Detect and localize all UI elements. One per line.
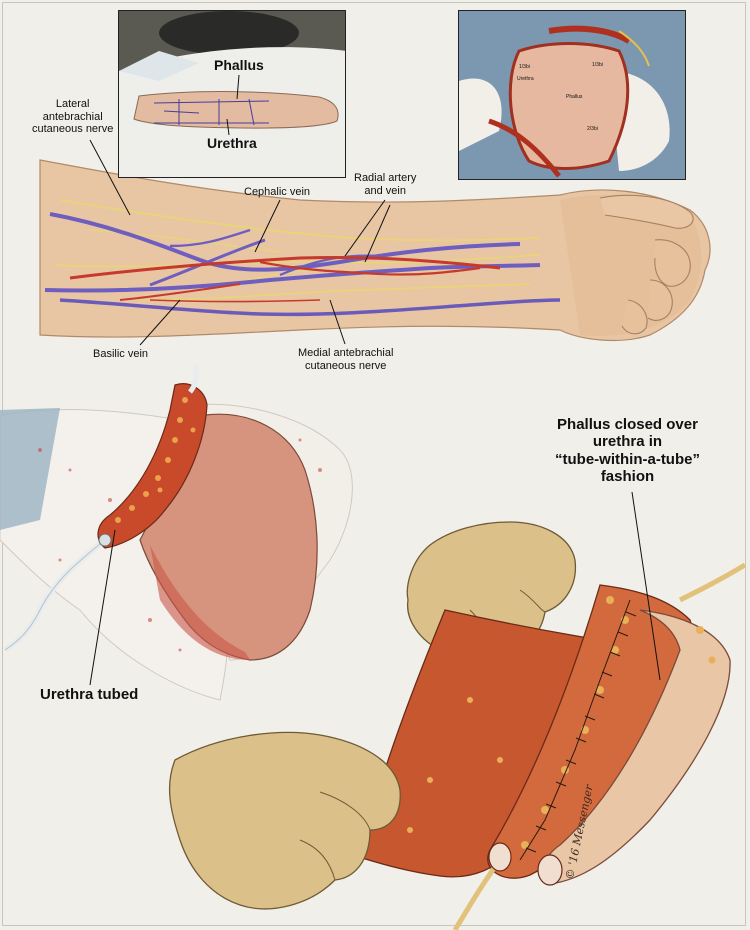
photo-mark-top: 1/3bi: [519, 64, 530, 70]
photo-mark-urethra: Urethra: [517, 76, 534, 82]
urethra-tubed-illustration: [0, 364, 353, 701]
medial-antebrachial-cutaneous-nerve-label: Medial antebrachial cutaneous nerve: [298, 347, 394, 372]
top-left-photo-art: [119, 11, 345, 177]
photo-mark-phallus: Phallus: [566, 94, 583, 100]
urethra-tubed-leader: [89, 529, 116, 686]
photo-mark-right: 1/3bi: [592, 62, 603, 68]
forearm-leader-lines: [89, 139, 391, 346]
tube-within-tube-illustration: [168, 521, 747, 930]
urethra-photo-label: Urethra: [207, 135, 257, 151]
top-left-photo: Phallus Urethra: [118, 10, 346, 178]
top-right-photo: 1/3bi Urethra Phallus 1/3bi 2/3bi: [458, 10, 686, 180]
photo-mark-edge: 2/3bi: [587, 126, 598, 132]
urethra-tubed-label: Urethra tubed: [40, 686, 139, 703]
phallus-closed-leader: [631, 491, 661, 681]
phallus-photo-label: Phallus: [214, 57, 264, 73]
radial-artery-vein-label: Radial artery and vein: [354, 172, 417, 197]
basilic-vein-label: Basilic vein: [93, 348, 149, 360]
lateral-antebrachial-cutaneous-nerve-label: Lateral antebrachial cutaneous nerve: [32, 98, 114, 136]
phallus-closed-label: Phallus closed over urethra in “tube-wit…: [555, 416, 700, 485]
forearm-illustration: [39, 159, 711, 342]
cephalic-vein-label: Cephalic vein: [244, 186, 311, 198]
top-right-photo-art: [459, 11, 685, 179]
